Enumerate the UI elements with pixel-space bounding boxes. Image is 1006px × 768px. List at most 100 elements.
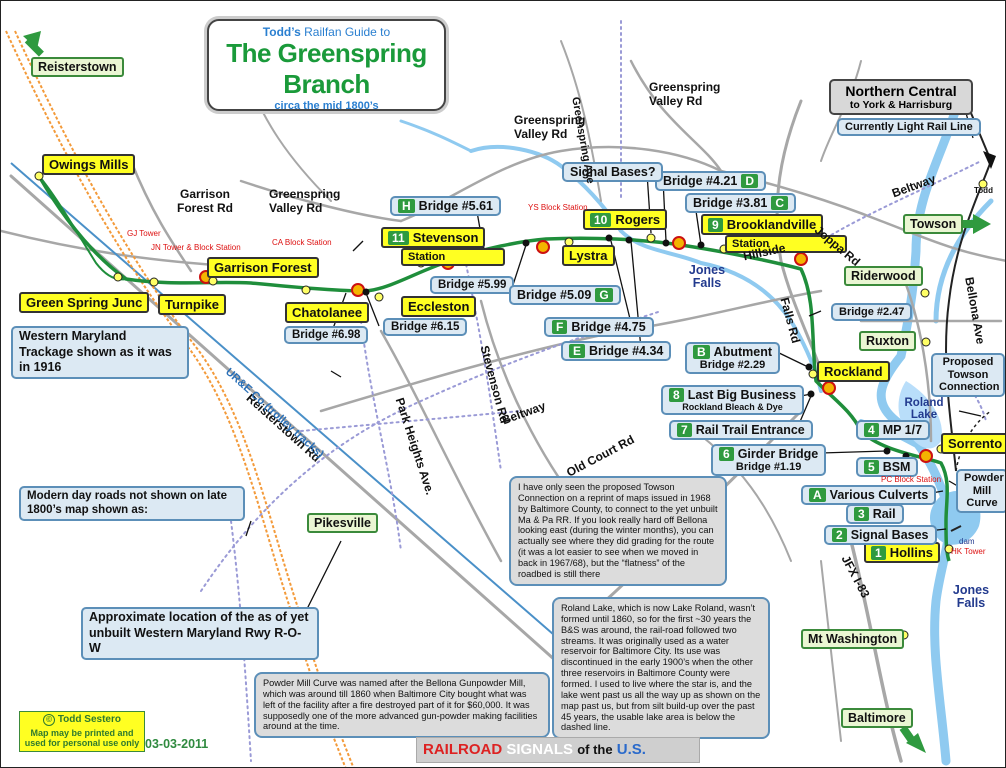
station-garrison-forest: Garrison Forest [207,257,319,278]
station-eccleston: Eccleston [401,296,477,317]
northern-central-title: Northern Central [845,83,957,99]
station-stevenson-station: Station [401,248,506,266]
station-hollins-num: 1 [871,546,886,560]
callout-approx-wm: Approximate location of the as of yet un… [81,607,319,660]
block-pc: PC Block Station [881,475,942,484]
town-towson: Towson [903,214,964,234]
footer-date: 03-03-2011 [145,737,209,751]
bridge-381-label: Bridge #3.81 [693,196,768,210]
arrow-reisterstown-shape [23,31,44,57]
title-author: Todd’s Railfan Guide to [209,25,444,39]
brand-us: U.S. [616,741,646,758]
title-author-guide: Railfan Guide to [304,25,391,39]
road-gsv-center-a: Greenspring [514,113,586,127]
arrow-baltimore-shape [899,725,926,753]
station-rogers-label: Rogers [615,212,661,227]
milepost-5-num: 5 [864,460,879,474]
northern-central-status: Currently Light Rail Line [837,118,981,136]
bridge-434-tag: E [569,344,586,358]
proposed-towson-connection [955,410,992,472]
milepost-8-label: Last Big Business [687,388,797,402]
bridge-615: Bridge #6.15 [383,318,468,336]
bridge-561-label: Bridge #5.61 [418,199,494,213]
bridge-509-tag: G [595,288,613,302]
town-ruxton: Ruxton [859,331,917,351]
bridge-475-label: Bridge #4.75 [571,320,646,334]
milepost-3-label: Rail [872,507,896,521]
northern-central-line [945,100,993,472]
dam-marker [950,525,962,532]
road-gsv-east-a: Greenspring [649,80,721,94]
milepost-6-label: Girder Bridge [737,447,819,461]
brand-railroad: RAILROAD [423,741,503,758]
bridge-421-tag: D [741,174,759,188]
bridge-247: Bridge #2.47 [831,303,913,321]
northern-central-sub: to York & Harrisburg [849,99,953,111]
callout-powder-mill-curve: Powder Mill Curve [956,469,1005,513]
station-sorrento: Sorrento [941,433,1005,454]
owings-mills-spur [38,175,127,281]
block-jn-tower: JN Tower & Block Station [151,243,241,252]
note-powder-mill: Powder Mill Curve was named after the Be… [254,672,550,739]
map-title-panel: Todd’s Railfan Guide to The Greenspring … [207,19,446,112]
footer-brand: RAILROAD SIGNALS of the U.S. [416,737,700,763]
milepost-7-num: 7 [677,423,692,437]
note-towson-connection: I have only seen the proposed Towson Con… [509,476,727,586]
town-riderwood: Riderwood [844,266,923,286]
road-gsv-east-b: Valley Rd [649,94,703,109]
station-turnpike: Turnpike [158,294,226,315]
road-layer [1,40,1005,763]
milepost-8-sub: Rockland Bleach & Dye [682,402,783,412]
town-mt-washington: Mt Washington [801,629,905,649]
bridge-509-label: Bridge #5.09 [517,288,592,302]
station-stevenson-label: Stevenson [412,230,479,245]
bridge-421-label: Bridge #4.21 [663,174,738,188]
callout-proposed-towson: Proposed Towson Connection [931,353,1005,397]
milepost-6-sub: Bridge #1.19 [735,461,802,473]
callout-modern-roads: Modern day roads not shown on late 1800’… [19,486,245,521]
milepost-7-label: Rail Trail Entrance [695,423,805,437]
town-baltimore: Baltimore [841,708,913,728]
map-subtitle: circa the mid 1800’s [274,100,379,112]
town-todd: Todd [974,186,993,195]
town-reisterstown: Reisterstown [31,57,124,77]
arrow-towson-shape [956,214,991,234]
jones-falls-north: Jones Falls [688,263,726,291]
callout-western-maryland: Western Maryland Trackage shown as it wa… [11,326,189,379]
greenspring-branch-line [37,175,951,562]
station-stevenson-num: 11 [388,231,409,245]
station-brooklandville-num: 9 [708,218,723,232]
signal-bases-question: Signal Bases? [562,162,664,182]
station-brooklandville-label: Brooklandville [726,217,817,232]
northern-central-panel: Northern Central to York & Harrisburg [829,79,973,115]
milepost-2-label: Signal Bases [850,528,929,542]
town-pikesville: Pikesville [307,513,378,533]
road-garrison-forest-a: Garrison [180,187,231,201]
copyright-text: Todd Sestero [57,714,121,725]
milepost-6-num: 6 [719,447,734,461]
milepost-a-num: A [809,488,826,502]
footer-permission: Map may be printed and used for personal… [24,728,140,749]
bridge-475-tag: F [552,320,568,334]
milepost-2-num: 2 [832,528,847,542]
block-hk-tower: HK Tower [951,547,986,556]
milepost-5-label: BSM [882,460,911,474]
